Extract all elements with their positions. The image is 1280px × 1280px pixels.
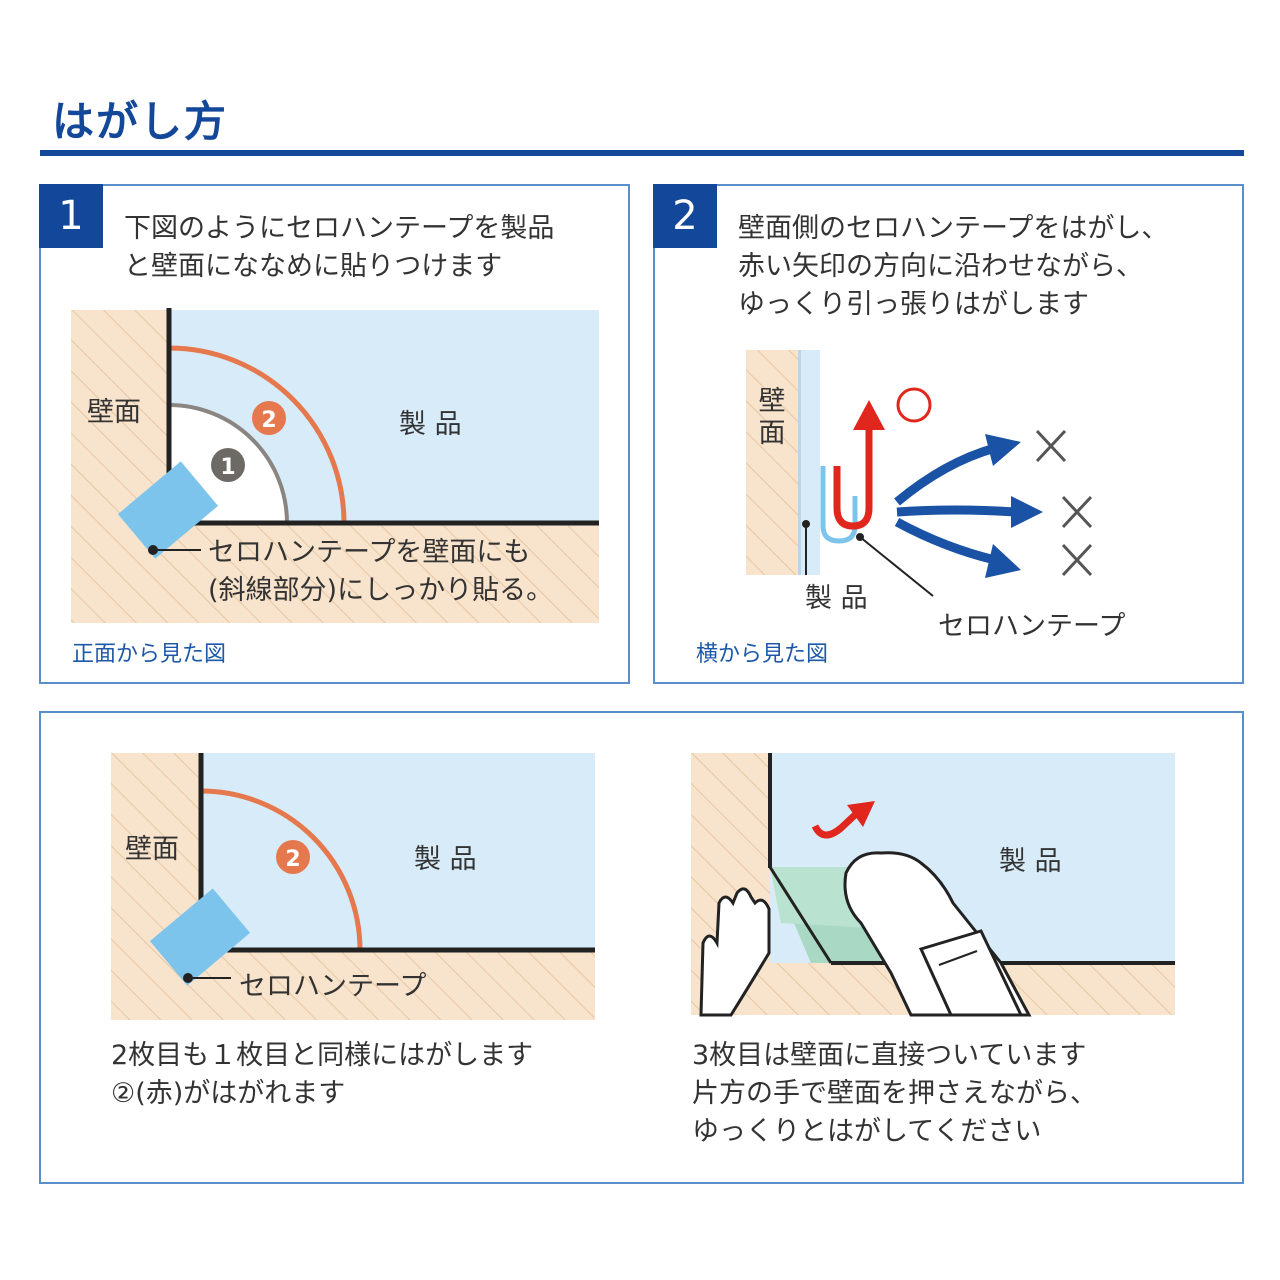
step1-instruction: 下図のようにセロハンテープを製品 と壁面にななめに貼りつけます <box>124 213 555 282</box>
step1-number-badge: 1 <box>39 184 103 248</box>
step1-marker-2: 2 <box>261 408 276 433</box>
step1-marker-1: 1 <box>220 455 235 480</box>
step1-panel: 1 下図のようにセロハンテープを製品 と壁面にななめに貼りつけます 1 2 壁面… <box>39 184 630 684</box>
step2-tape-label: セロハンテープ <box>938 611 1126 642</box>
step2-number-badge: 2 <box>653 184 717 248</box>
step1-wall-label: 壁面 <box>87 397 141 428</box>
step2-panel: 2 壁面側のセロハンテープをはがし、 赤い矢印の方向に沿わせながら、 ゆっくり引… <box>653 184 1244 684</box>
step3-left-wall-label: 壁面 <box>125 834 179 865</box>
step3-panel: 2 壁面 製 品 セロハンテープ 2枚目も１枚目と同様にはがします ②(赤)がは… <box>39 711 1244 1184</box>
page-title: はがし方 <box>52 97 229 146</box>
step3-left-product-label: 製 品 <box>414 844 477 875</box>
step3-marker-2: 2 <box>285 847 300 872</box>
step2-diagram <box>746 350 1093 597</box>
step1-tape-label: セロハンテープを壁面にも (斜線部分)にしっかり貼る。 <box>208 537 554 606</box>
step1-caption: 正面から見た図 <box>72 642 227 667</box>
step3-left-text: 2枚目も１枚目と同様にはがします ②(赤)がはがれます <box>111 1040 534 1109</box>
step2-wall-label: 壁面 <box>758 386 786 449</box>
step1-product-label: 製 品 <box>399 409 462 440</box>
step3-left-tape-label: セロハンテープ <box>239 971 427 1002</box>
step2-caption: 横から見た図 <box>696 642 829 667</box>
step1-diagram: 1 2 <box>71 308 599 623</box>
step2-instruction: 壁面側のセロハンテープをはがし、 赤い矢印の方向に沿わせながら、 ゆっくり引っ張… <box>738 213 1169 320</box>
step3-left-diagram: 2 <box>111 753 595 1020</box>
step3-right-product-label: 製 品 <box>999 846 1062 877</box>
step3-right-diagram <box>691 753 1175 1017</box>
step2-product-label: 製 品 <box>805 583 868 614</box>
step3-right-text: 3枚目は壁面に直接ついています 片方の手で壁面を押さえながら、 ゆっくりとはがし… <box>692 1040 1097 1147</box>
title-underline <box>40 150 1244 156</box>
